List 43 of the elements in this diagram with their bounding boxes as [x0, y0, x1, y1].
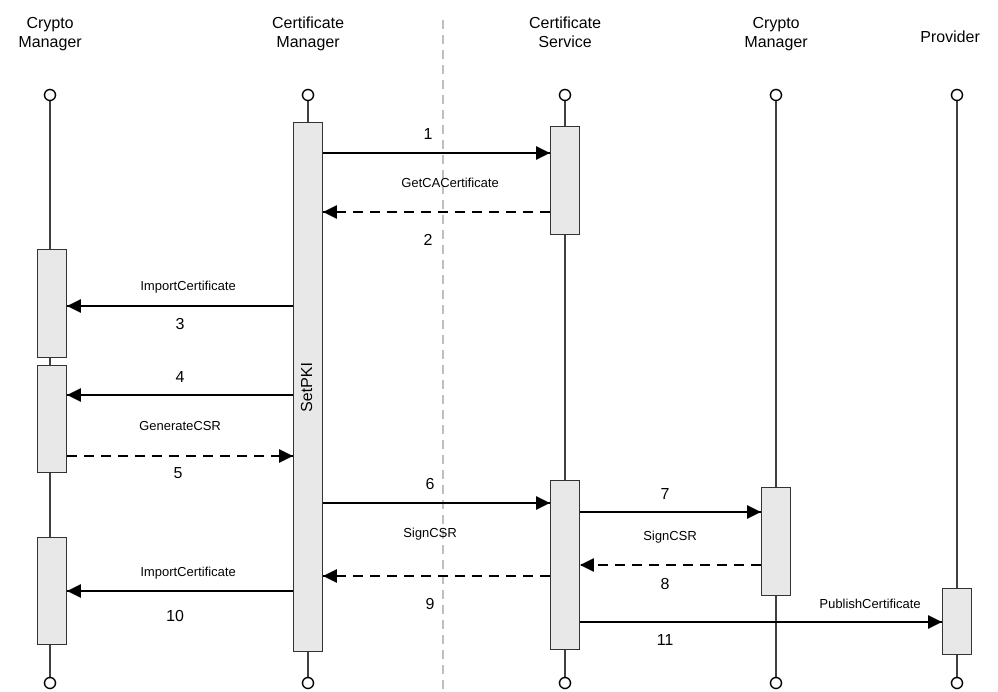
- edge-label: 3: [176, 316, 184, 334]
- edge-label: 11: [656, 632, 674, 650]
- activation-bar: [37, 249, 67, 358]
- edge-label: 5: [174, 465, 182, 483]
- participant-label: Crypto Manager: [2, 14, 98, 52]
- participant-label: Provider: [902, 28, 998, 47]
- message-name: PublishCertificate: [819, 597, 921, 612]
- activation-label: SetPKI: [299, 362, 317, 412]
- activation-bar: [37, 537, 67, 645]
- message-arrow: [67, 584, 293, 598]
- participant-label: Certificate Manager: [260, 14, 356, 52]
- edge-label: 1: [424, 126, 432, 144]
- message-arrow: [323, 146, 550, 160]
- message-arrow: [67, 388, 293, 402]
- message-name: GenerateCSR: [139, 419, 221, 434]
- edge-label: 7: [660, 486, 670, 504]
- return-arrow: [67, 449, 293, 463]
- edge-label: 4: [176, 369, 184, 387]
- message-name: GetCACertificate: [401, 176, 499, 190]
- edge-label: 2: [424, 232, 432, 250]
- activation-bar: [942, 588, 972, 655]
- participant-label: Crypto Manager: [728, 14, 824, 52]
- activation-bar: [37, 365, 67, 473]
- edge-label: 6: [426, 476, 434, 494]
- participant-label: Certificate Service: [517, 14, 613, 52]
- edge-label: 8: [660, 576, 670, 594]
- activation-bar: [293, 122, 323, 652]
- message-arrow: [580, 505, 761, 519]
- message-arrow: [580, 615, 942, 629]
- activation-bar: [761, 487, 791, 596]
- message-arrow: [67, 299, 293, 313]
- activation-bar: [550, 480, 580, 650]
- message-name: ImportCertificate: [140, 279, 236, 294]
- message-name: SignCSR: [403, 526, 457, 540]
- return-arrow: [323, 205, 550, 219]
- return-arrow: [323, 569, 550, 583]
- edge-label: 9: [426, 596, 434, 614]
- message-arrow: [323, 496, 550, 510]
- activation-bar: [550, 126, 580, 235]
- edge-label: 10: [166, 608, 184, 626]
- return-arrow: [580, 558, 761, 572]
- message-name: SignCSR: [643, 529, 697, 544]
- message-name: ImportCertificate: [140, 565, 236, 580]
